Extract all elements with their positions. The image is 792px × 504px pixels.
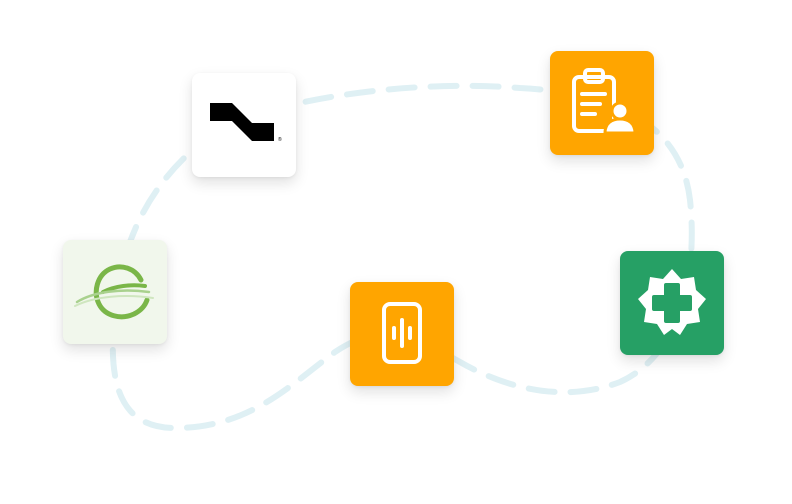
clipboard-user-icon (572, 68, 637, 135)
clipboard-user-tile[interactable] (550, 51, 654, 155)
voice-phone-tile[interactable] (350, 282, 454, 386)
nuance-logo-icon: ® (210, 103, 282, 143)
phone-voice-icon (382, 302, 422, 364)
earth-logo-tile[interactable] (63, 240, 167, 344)
svg-text:®: ® (278, 136, 282, 143)
nuance-logo-tile[interactable]: ® (192, 73, 296, 177)
earth-orbit-logo-icon (74, 264, 154, 320)
health-cross-tile[interactable] (620, 251, 724, 355)
medical-cross-badge-icon (638, 269, 706, 335)
